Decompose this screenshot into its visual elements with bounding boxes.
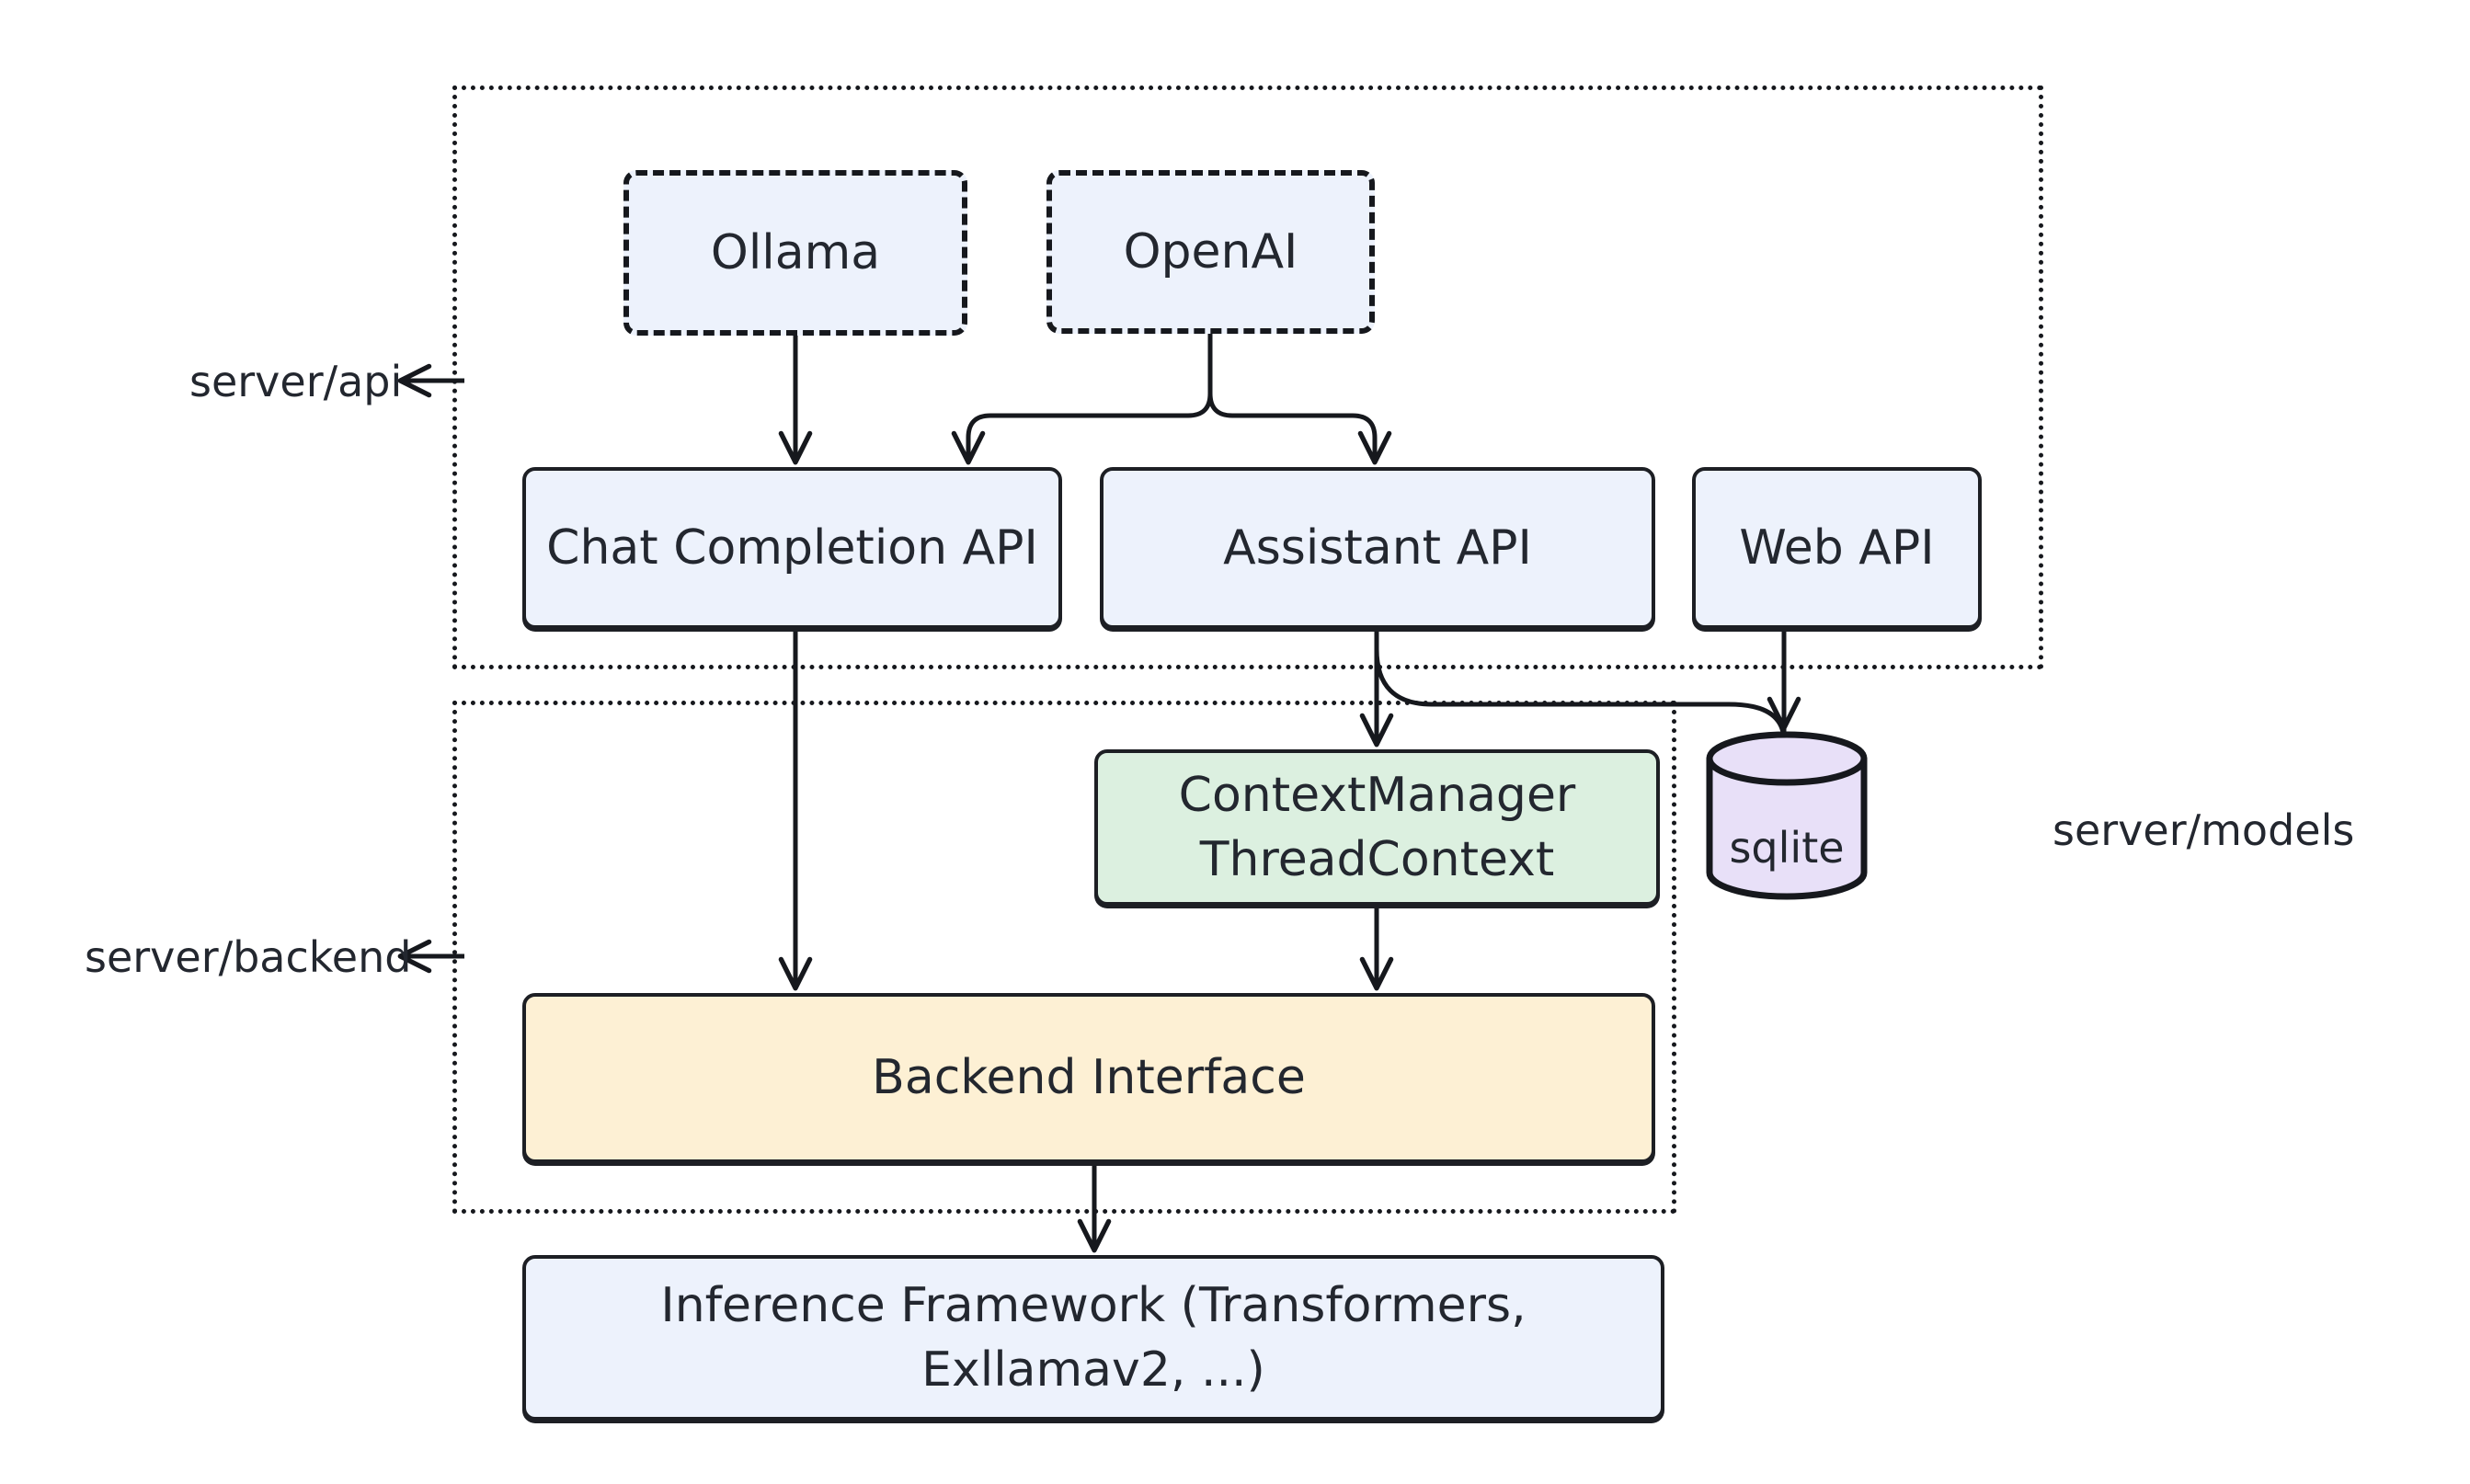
node-backend-interface[interactable]: Backend Interface <box>522 993 1655 1163</box>
node-assistant-api[interactable]: Assistant API <box>1100 467 1655 629</box>
cylinder-shape <box>1706 731 1868 900</box>
node-web-api[interactable]: Web API <box>1692 467 1982 629</box>
node-inference-framework[interactable]: Inference Framework (Transformers, Exlla… <box>522 1255 1664 1421</box>
node-backend-interface-label: Backend Interface <box>872 1050 1306 1106</box>
node-chat-completion-api[interactable]: Chat Completion API <box>522 467 1062 629</box>
node-openai-label: OpenAI <box>1123 223 1298 280</box>
node-sqlite[interactable]: sqlite <box>1706 731 1868 900</box>
node-chat-completion-api-label: Chat Completion API <box>546 519 1038 576</box>
node-sqlite-label: sqlite <box>1729 823 1845 873</box>
node-ollama-label: Ollama <box>710 224 881 280</box>
group-label-server-api: server/api <box>189 357 403 406</box>
node-web-api-label: Web API <box>1739 519 1935 576</box>
node-ollama[interactable]: Ollama <box>623 170 967 336</box>
node-inference-framework-label: Inference Framework (Transformers, Exlla… <box>660 1277 1527 1398</box>
edge-openai-to-chat-api <box>951 393 1213 465</box>
edge-openai-to-assistant-api <box>1207 393 1392 465</box>
group-server-backend <box>452 701 1676 1214</box>
node-assistant-api-label: Assistant API <box>1223 519 1532 576</box>
group-label-server-models: server/models <box>2053 805 2355 855</box>
node-openai[interactable]: OpenAI <box>1046 170 1375 334</box>
group-label-server-backend: server/backend <box>85 932 412 982</box>
node-context-manager-label-line1: ContextManager <box>1178 767 1576 823</box>
group-server-api <box>452 86 2043 669</box>
node-context-manager-label-line2: ThreadContext <box>1199 832 1555 887</box>
node-context-manager[interactable]: ContextManager ThreadContext <box>1094 749 1660 906</box>
